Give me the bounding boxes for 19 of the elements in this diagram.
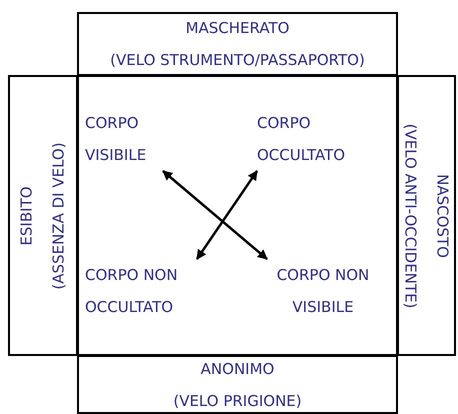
center-square bbox=[77, 75, 398, 356]
box-heading: ANONIMO bbox=[200, 358, 274, 380]
label-box bbox=[397, 75, 456, 356]
label-box bbox=[77, 12, 398, 76]
label-box bbox=[77, 355, 398, 414]
box-subtitle: (VELO STRUMENTO/PASSAPORTO) bbox=[110, 50, 365, 71]
corpo-label: CORPO NON VISIBILE bbox=[267, 259, 379, 323]
box-heading: ESIBITO bbox=[17, 186, 37, 246]
double-arrow bbox=[196, 170, 258, 260]
label-box bbox=[8, 75, 78, 356]
box-subtitle: (VELO PRIGIONE) bbox=[173, 390, 302, 412]
corpo-label: CORPO OCCULTATO bbox=[257, 107, 367, 171]
box-heading: MASCHERATO bbox=[186, 18, 290, 39]
corpo-label: CORPO VISIBILE bbox=[85, 107, 163, 171]
double-arrow bbox=[162, 170, 268, 260]
box-subtitle: (ASSENZA DI VELO) bbox=[49, 142, 69, 290]
corpo-label: CORPO NON OCCULTATO bbox=[85, 259, 197, 323]
box-heading: NASCOSTO bbox=[432, 174, 452, 258]
box-subtitle: (VELO ANTI-OCCIDENTE) bbox=[400, 123, 420, 308]
